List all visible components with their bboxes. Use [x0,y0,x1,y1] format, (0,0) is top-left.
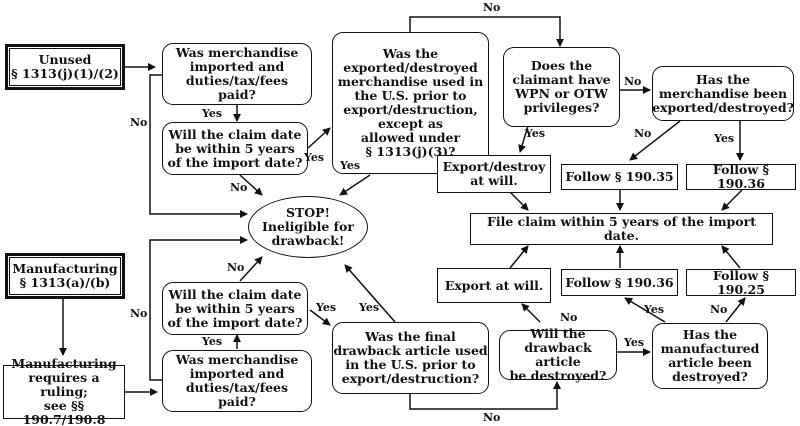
node-follow-19036-bottom: Follow § 190.36 [561,269,678,296]
node-unused: Unused § 1313(j)(1)/(2) [5,44,125,90]
edge-claim5bottom-stop [239,256,263,282]
label-no-wpn: No [624,75,642,88]
label-no-bottom: No [483,411,501,424]
edge-willdestroy-exportwill [521,303,541,323]
edge-finalused-no-willdestroy [409,381,561,410]
edge-19025-file [721,245,741,269]
node-follow-19035: Follow § 190.35 [561,164,678,190]
label-no-claim5-bottom: No [227,261,245,274]
label-yes-wpn: Yes [525,127,546,140]
label-yes-used-us: Yes [340,159,361,172]
node-q-claim5-bottom: Will the claim date be within 5 years of… [162,282,308,335]
node-q-used-us: Was the exported/destroyed merchandise u… [332,32,489,174]
node-q-final-used: Was the final drawback article used in t… [332,322,489,394]
node-export-will: Export at will. [437,268,551,303]
label-no-will-destroyed: No [560,311,578,324]
edge-finalused-stop [344,264,396,323]
edge-hasdestroy-19036b [624,297,666,323]
node-q-imported-top: Was merchandise imported and duties/tax/… [162,43,312,105]
edge-imported-top-no-stop [149,74,248,218]
label-yes-imported-bottom: Yes [202,335,223,348]
label-yes-will-destroyed: Yes [624,336,645,349]
edge-exported-19035 [629,120,681,161]
label-yes-claim5-bottom: Yes [316,301,337,314]
label-no-has-destroyed: No [710,303,728,316]
edge-claim5-used-us [307,127,331,149]
node-export-destroy: Export/destroy at will. [437,155,551,193]
label-yes-final-used: Yes [359,301,380,314]
node-file-claim: File claim within 5 years of the import … [470,213,773,245]
label-yes-has-destroyed: Yes [644,303,665,316]
edge-used-us-stop [339,174,371,196]
node-follow-19036-top: Follow § 190.36 [686,163,796,191]
edge-exportwill-file [509,245,529,269]
node-q-has-destroyed: Has the manufactured article been destro… [652,323,768,389]
edge-impbottom-no-stop [149,236,248,381]
label-no-exported: No [634,127,652,140]
edge-19036-file [721,189,743,211]
edge-wpn-export-destroy [518,125,529,153]
edge-exportdestroy-file [509,191,529,211]
node-q-will-destroyed: Will the drawback article be destroyed? [499,327,617,383]
node-q-imported-bottom: Was merchandise imported and duties/tax/… [162,350,312,412]
label-yes-imported-top: Yes [202,107,223,120]
node-mfg-ruling: Manufacturing requires a ruling; see §§ … [3,357,125,426]
label-no-top: No [483,1,501,14]
node-manufacturing: Manufacturing § 1313(a)/(b) [5,253,125,299]
edge-claim5top-stop [239,174,263,196]
label-no-claim5-top: No [230,181,248,194]
label-no-left-top: No [130,116,148,129]
edge-used-us-no-wpn [409,16,564,47]
node-q-claim5-top: Will the claim date be within 5 years of… [162,122,308,175]
edge-claim5bottom-finalused [309,309,331,326]
label-yes-exported: Yes [714,132,735,145]
label-yes-claim5-top: Yes [304,151,325,164]
label-no-left-bottom: No [130,307,148,320]
edge-hasdestroy-19025 [725,297,746,323]
node-q-exported: Has the merchandise been exported/destro… [652,66,794,121]
node-follow-19025: Follow § 190.25 [686,268,796,296]
node-stop: STOP! Ineligible for drawback! [248,196,368,258]
node-q-wpn: Does the claimant have WPN or OTW privil… [503,47,620,127]
